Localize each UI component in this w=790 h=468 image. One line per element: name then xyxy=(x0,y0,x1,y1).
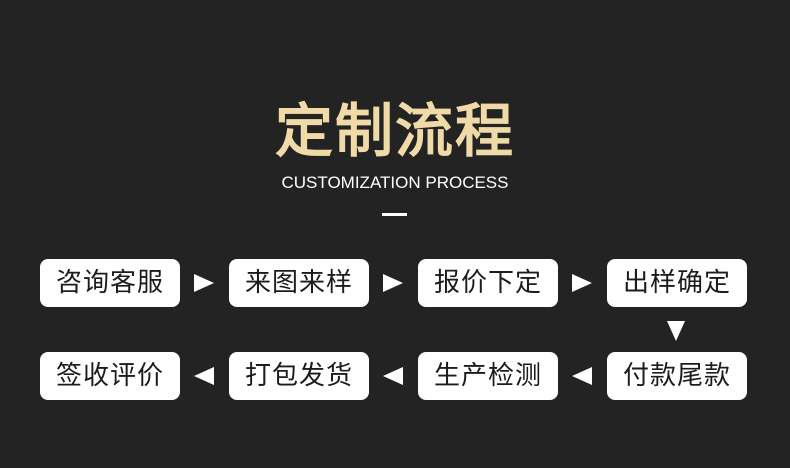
arrow-right-icon xyxy=(572,274,592,292)
step-consult-service: 咨询客服 xyxy=(40,259,180,307)
step-send-images-samples: 来图来样 xyxy=(229,259,369,307)
arrow-left-icon xyxy=(383,367,403,385)
arrow-left-icon xyxy=(572,367,592,385)
step-pack-ship: 打包发货 xyxy=(229,352,369,400)
arrow-left-icon xyxy=(194,367,214,385)
step-receive-review: 签收评价 xyxy=(40,352,180,400)
step-sample-confirm: 出样确定 xyxy=(607,259,747,307)
arrow-right-icon xyxy=(194,274,214,292)
step-final-payment: 付款尾款 xyxy=(607,352,747,400)
step-production-inspection: 生产检测 xyxy=(418,352,558,400)
step-quote-deposit: 报价下定 xyxy=(418,259,558,307)
arrow-down-icon xyxy=(667,321,685,341)
title-divider xyxy=(382,213,407,216)
page-title: 定制流程 xyxy=(274,97,515,165)
arrow-right-icon xyxy=(383,274,403,292)
page-subtitle: CUSTOMIZATION PROCESS xyxy=(281,173,509,192)
